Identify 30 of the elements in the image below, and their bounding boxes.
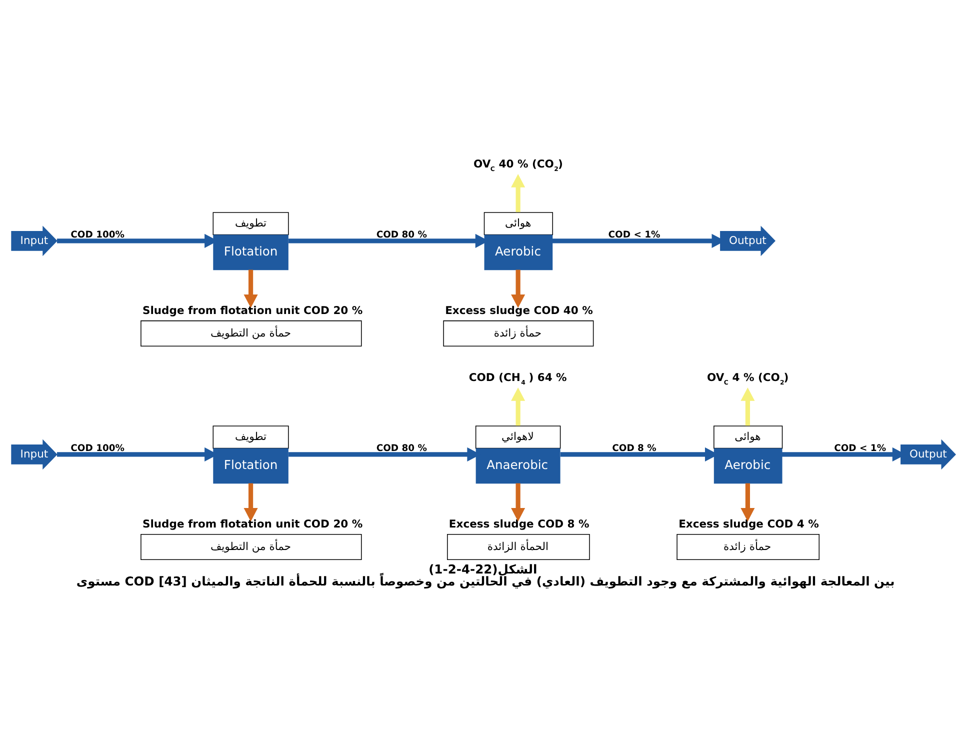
arrow	[511, 270, 526, 308]
node-text: COD (CH$_{4}$ ) 64 %	[468, 370, 567, 386]
node-box: حمأة زائدة	[676, 534, 820, 560]
edge-label: COD 100%	[70, 230, 125, 241]
arrow	[511, 483, 526, 522]
edge-label: COD 80 %	[376, 230, 428, 241]
arrow	[244, 270, 258, 308]
arrow	[511, 174, 526, 212]
node-label: Sludge from flotation unit COD 20 %	[142, 304, 363, 318]
edge-label: COD 8 %	[612, 443, 656, 454]
arrow	[511, 387, 526, 426]
label: الشكل(22-4-2-1)	[428, 562, 538, 576]
edge-label: COD < 1%	[834, 443, 886, 454]
node-label: Excess sludge COD 4 %	[678, 518, 819, 531]
arrow	[740, 483, 755, 522]
node-label: Excess sludge COD 8 %	[448, 518, 590, 531]
node-label: Excess sludge COD 40 %	[445, 304, 593, 318]
node-box: حمأة من التطويف	[140, 320, 362, 347]
node-label: Sludge from flotation unit COD 20 %	[142, 518, 363, 531]
node-text: OV$_{C}$ 40 % (CO$_{2}$)	[474, 157, 563, 173]
arrow	[740, 387, 755, 426]
node-box: الحمأة الزائدة	[447, 534, 590, 560]
edge-label: COD 80 %	[376, 443, 428, 454]
node-box: حمأة من التطويف	[140, 534, 362, 560]
node-box: حمأة زائدة	[443, 320, 594, 347]
arrow	[244, 483, 258, 522]
edge-label: COD < 1%	[608, 230, 660, 241]
node-text: OV$_{C}$ 4 % (CO$_{2}$)	[707, 370, 789, 386]
edge-label: COD 100%	[70, 443, 125, 454]
caption: مستوى COD بين المعالجة الهوائية والمشتركة مع وجود التطويف (العادي) في الحالتين من وخصوصاً بالنسبة للحمأة الناتجة والميثان [43]	[76, 574, 895, 589]
